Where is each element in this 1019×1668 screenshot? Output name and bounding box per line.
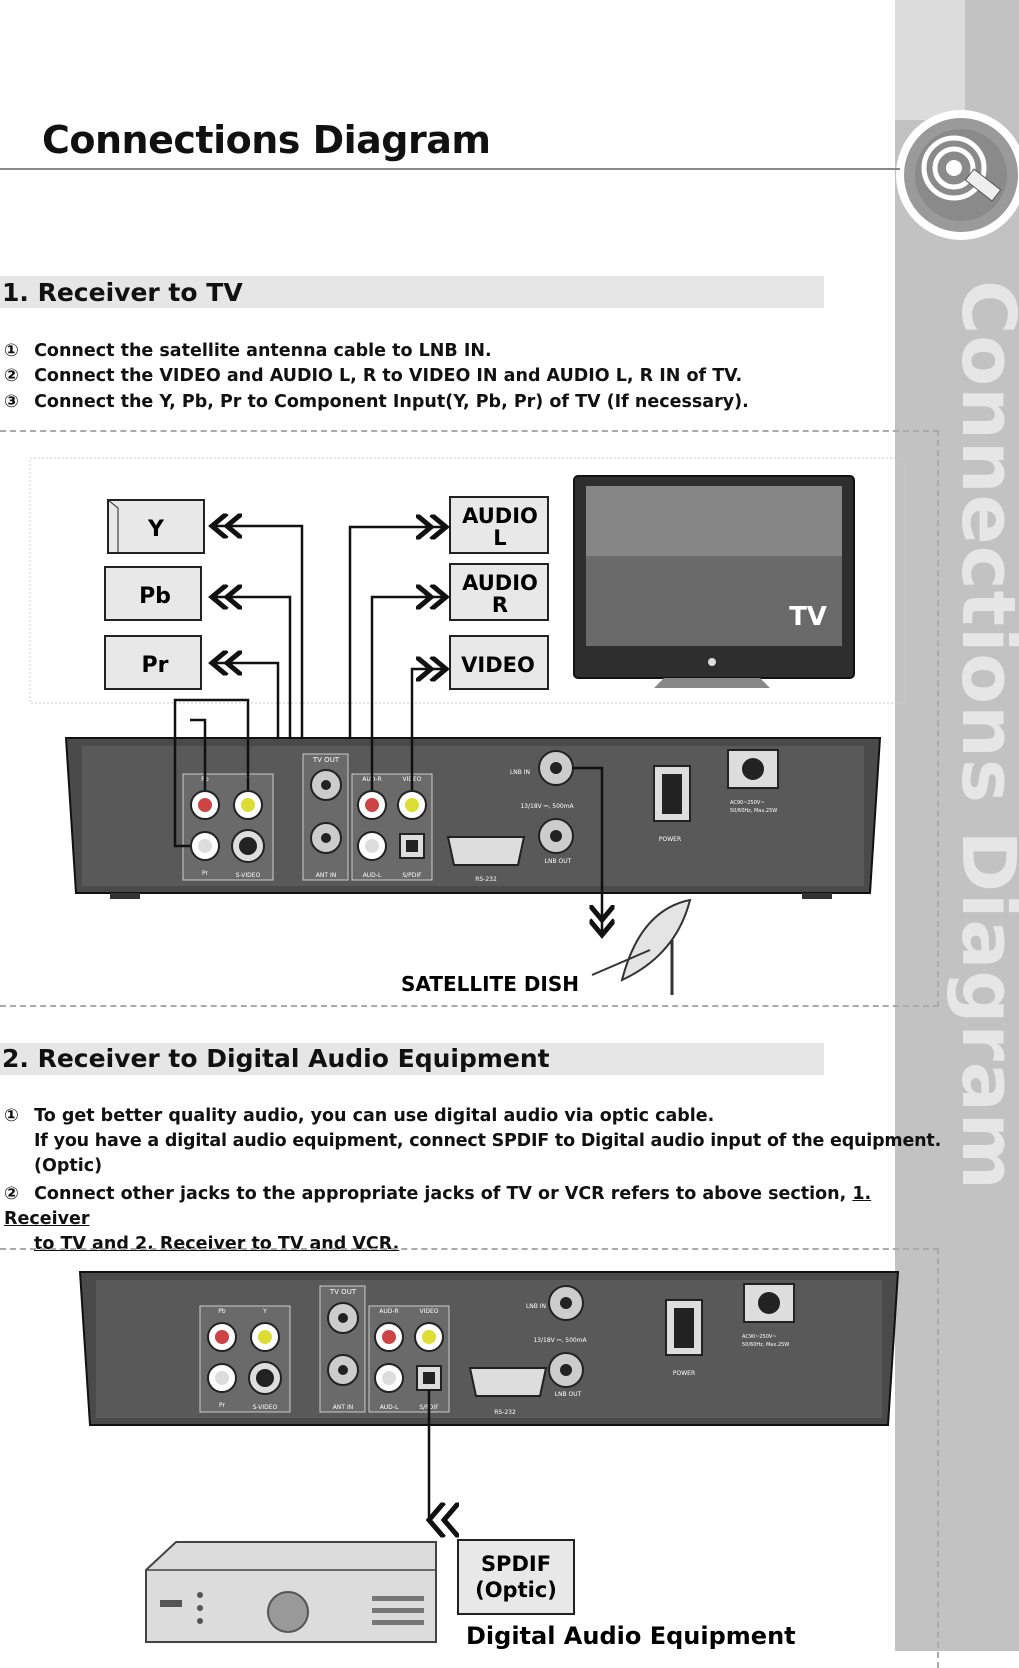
section-2-step-2: ② Connect other jacks to the appropriate… [4,1182,944,1257]
sidebar-highlight [895,0,965,120]
ac-spec-1-2: AC90~250V~ [742,1334,777,1340]
port-lnb-out-label-2: LNB OUT [555,1391,582,1398]
section-2-step-1: ① To get better quality audio, you can u… [4,1106,942,1176]
section-1-title: 1. Receiver to TV [2,278,243,307]
port-tv-out-label-2: TV OUT [329,1288,357,1296]
power-switch-label: POWER [659,836,681,843]
section-1-step-2: ② Connect the VIDEO and AUDIO L, R to VI… [4,366,743,386]
port-lnb-out-label: LNB OUT [545,858,572,865]
video-label: VIDEO [449,635,549,690]
tv-icon: TV [573,475,855,688]
receiver-back-panel: Pb Y Pr S-VIDEO TV OUT ANT IN AUD-R VIDE… [64,737,882,899]
component-pr-text: Pr [142,653,169,678]
page-title: Connections Diagram [42,118,491,162]
title-rule [0,168,900,170]
receiver-to-audio-diagram: Pb Y Pr S-VIDEO TV OUT ANT IN AUD-R VIDE… [78,1271,900,1650]
ac-spec-1: AC90~250V~ [730,800,765,806]
section-2-title: 2. Receiver to Digital Audio Equipment [2,1044,550,1073]
port-lnb-in-label-2: LNB IN [526,1303,546,1310]
section-1-step-3: ③ Connect the Y, Pb, Pr to Component Inp… [4,392,749,412]
port-lnb-in-label: LNB IN [510,769,530,776]
port-y-label-2: Y [262,1308,267,1315]
link-receiver-to-tv[interactable]: 1. Receiver [4,1184,872,1229]
section-2-bar [0,1043,824,1075]
port-svideo-label: S-VIDEO [236,872,261,879]
ac-spec-2-2: 50/60Hz, Max.25W [742,1342,789,1348]
audio-r-text-1: AUDIO [462,571,538,595]
satellite-dish-label: SATELLITE DISH [401,972,579,996]
component-y-label: Y [107,499,205,554]
digital-audio-equipment-icon [145,1541,437,1643]
diagram-1-frame [0,430,939,1007]
receiver-back-panel-2: Pb Y Pr S-VIDEO TV OUT ANT IN AUD-R VIDE… [78,1271,900,1426]
port-aud-l-label-2: AUD-L [380,1404,399,1411]
sidebar-strip [895,0,1019,1651]
port-video-label-2: VIDEO [419,1308,438,1315]
section-1-step-1: ① Connect the satellite antenna cable to… [4,341,492,361]
port-spdif-label: S/PDIF [402,872,422,879]
satellite-dish-icon [591,898,692,995]
component-pb-label: Pb [104,566,202,621]
satellite-badge-icon [896,110,1019,240]
audio-l-text-2: L [493,526,506,550]
component-pr-label: Pr [104,635,202,690]
port-ant-in-label-2: ANT IN [333,1404,353,1411]
receiver-to-tv-diagram: Y Pb Pr AUDIO L AUDIO R VIDEO TV [29,457,906,996]
port-pr-label: Pr [202,870,209,877]
port-rs232-label: RS-232 [475,876,497,883]
diagram-2-frame [0,1248,939,1668]
audio-l-text-1: AUDIO [462,504,538,528]
spdif-text: SPDIF [481,1552,551,1576]
port-aud-r-label-2: AUD-R [379,1308,398,1315]
port-pb-label-2: Pb [218,1308,226,1315]
port-svideo-label-2: S-VIDEO [253,1404,278,1411]
port-lnb-spec-label: 13/18V ⎓, 500mA [520,803,574,810]
digital-audio-equipment-label: Digital Audio Equipment [466,1622,796,1650]
component-pb-text: Pb [139,584,171,609]
port-tv-out-label: TV OUT [312,756,340,764]
port-ant-in-label: ANT IN [316,872,336,879]
port-lnb-spec-label-2: 13/18V ⎓, 500mA [533,1337,587,1344]
component-y-text: Y [147,517,165,542]
audio-l-label: AUDIO L [449,496,549,554]
power-switch-label-2: POWER [673,1370,695,1377]
section-1-bar [0,276,824,308]
spdif-optic-label: SPDIF (Optic) [457,1539,575,1615]
port-aud-l-label: AUD-L [363,872,382,879]
port-rs232-label-2: RS-232 [494,1409,516,1416]
connection-cables [173,526,602,935]
ac-spec-2: 50/60Hz, Max.25W [730,808,777,814]
sidebar-vertical-title: Connections Diagram [945,280,1019,1191]
optic-text: (Optic) [475,1578,557,1602]
video-text: VIDEO [461,653,535,677]
port-pr-label-2: Pr [219,1402,226,1409]
audio-r-text-2: R [492,593,508,617]
tv-text: TV [789,602,827,632]
audio-r-label: AUDIO R [449,563,549,621]
